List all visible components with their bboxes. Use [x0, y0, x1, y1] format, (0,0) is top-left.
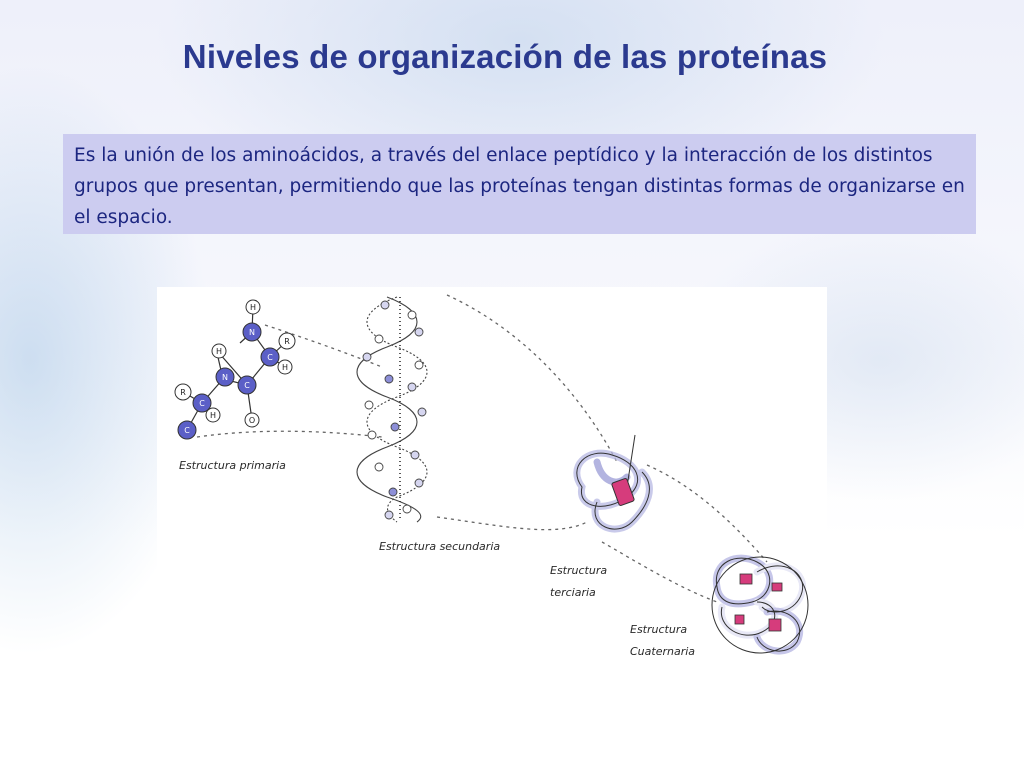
svg-text:R: R — [284, 337, 290, 346]
svg-text:H: H — [210, 411, 216, 420]
primary-structure: H N C R H H N C R C H C O — [174, 299, 296, 440]
atom-o1 — [244, 412, 260, 428]
svg-text:O: O — [249, 416, 255, 425]
connector-primary-secondary-bottom — [196, 430, 383, 438]
label-secondary: Estructura secundaria — [379, 540, 501, 553]
label-quaternary-line2: Cuaternaria — [630, 645, 696, 658]
quaternary-ribbon — [712, 554, 807, 655]
quaternary-outline — [711, 556, 809, 654]
connector-tertiary-quaternary-top — [646, 464, 768, 563]
svg-text:C: C — [199, 399, 205, 408]
tertiary-outline — [576, 434, 650, 530]
heme-3 — [768, 618, 782, 632]
svg-text:C: C — [244, 381, 250, 390]
atom-c3 — [192, 393, 212, 413]
tertiary-ribbon — [573, 449, 653, 533]
diagram-svg: H N C R H H N C R C H C O — [174, 294, 809, 655]
svg-text:H: H — [282, 363, 288, 372]
heme-4 — [734, 614, 745, 625]
svg-text:C: C — [184, 426, 190, 435]
atom-c2 — [237, 375, 257, 395]
atom-h1 — [245, 299, 261, 315]
description-text: Es la unión de los aminoácidos, a través… — [74, 145, 965, 228]
quaternary-heme-groups — [734, 573, 783, 632]
tertiary-structure — [573, 434, 653, 533]
heme-2 — [771, 582, 783, 592]
quaternary-structure — [711, 554, 809, 655]
primary-atoms — [174, 299, 296, 440]
slide-title: Niveles de organización de las proteínas — [182, 38, 828, 75]
atom-n1 — [242, 322, 262, 342]
atom-h2 — [277, 359, 293, 375]
label-primary: Estructura primaria — [179, 459, 286, 472]
svg-text:R: R — [180, 388, 186, 397]
secondary-structure-helix — [356, 296, 428, 523]
label-tertiary-line1: Estructura — [550, 564, 608, 577]
atom-h4 — [205, 407, 221, 423]
helix-atoms — [362, 300, 427, 520]
atom-n2 — [215, 367, 235, 387]
atom-c4 — [177, 420, 197, 440]
connector-primary-secondary-top — [264, 324, 383, 368]
atom-h3 — [211, 343, 227, 359]
heme-group — [611, 478, 635, 506]
svg-text:C: C — [267, 353, 273, 362]
label-quaternary-line1: Estructura — [630, 623, 688, 636]
atom-r2 — [174, 383, 192, 401]
svg-text:H: H — [216, 347, 222, 356]
connector-lines — [196, 294, 768, 603]
atom-letters: H N C R H H N C R C H C O — [180, 303, 290, 435]
heme-1 — [739, 573, 753, 585]
svg-text:N: N — [249, 328, 255, 337]
label-tertiary-line2: terciaria — [550, 586, 596, 599]
svg-text:H: H — [250, 303, 256, 312]
protein-structure-diagram: H N C R H H N C R C H C O — [157, 287, 827, 685]
connector-secondary-tertiary-bottom — [436, 516, 588, 531]
connector-tertiary-quaternary-bottom — [601, 541, 718, 603]
connector-secondary-tertiary-top — [446, 294, 618, 463]
svg-text:N: N — [222, 373, 228, 382]
atom-r1 — [278, 332, 296, 350]
description-box: Es la unión de los aminoácidos, a través… — [63, 134, 976, 234]
atom-c1 — [260, 347, 280, 367]
